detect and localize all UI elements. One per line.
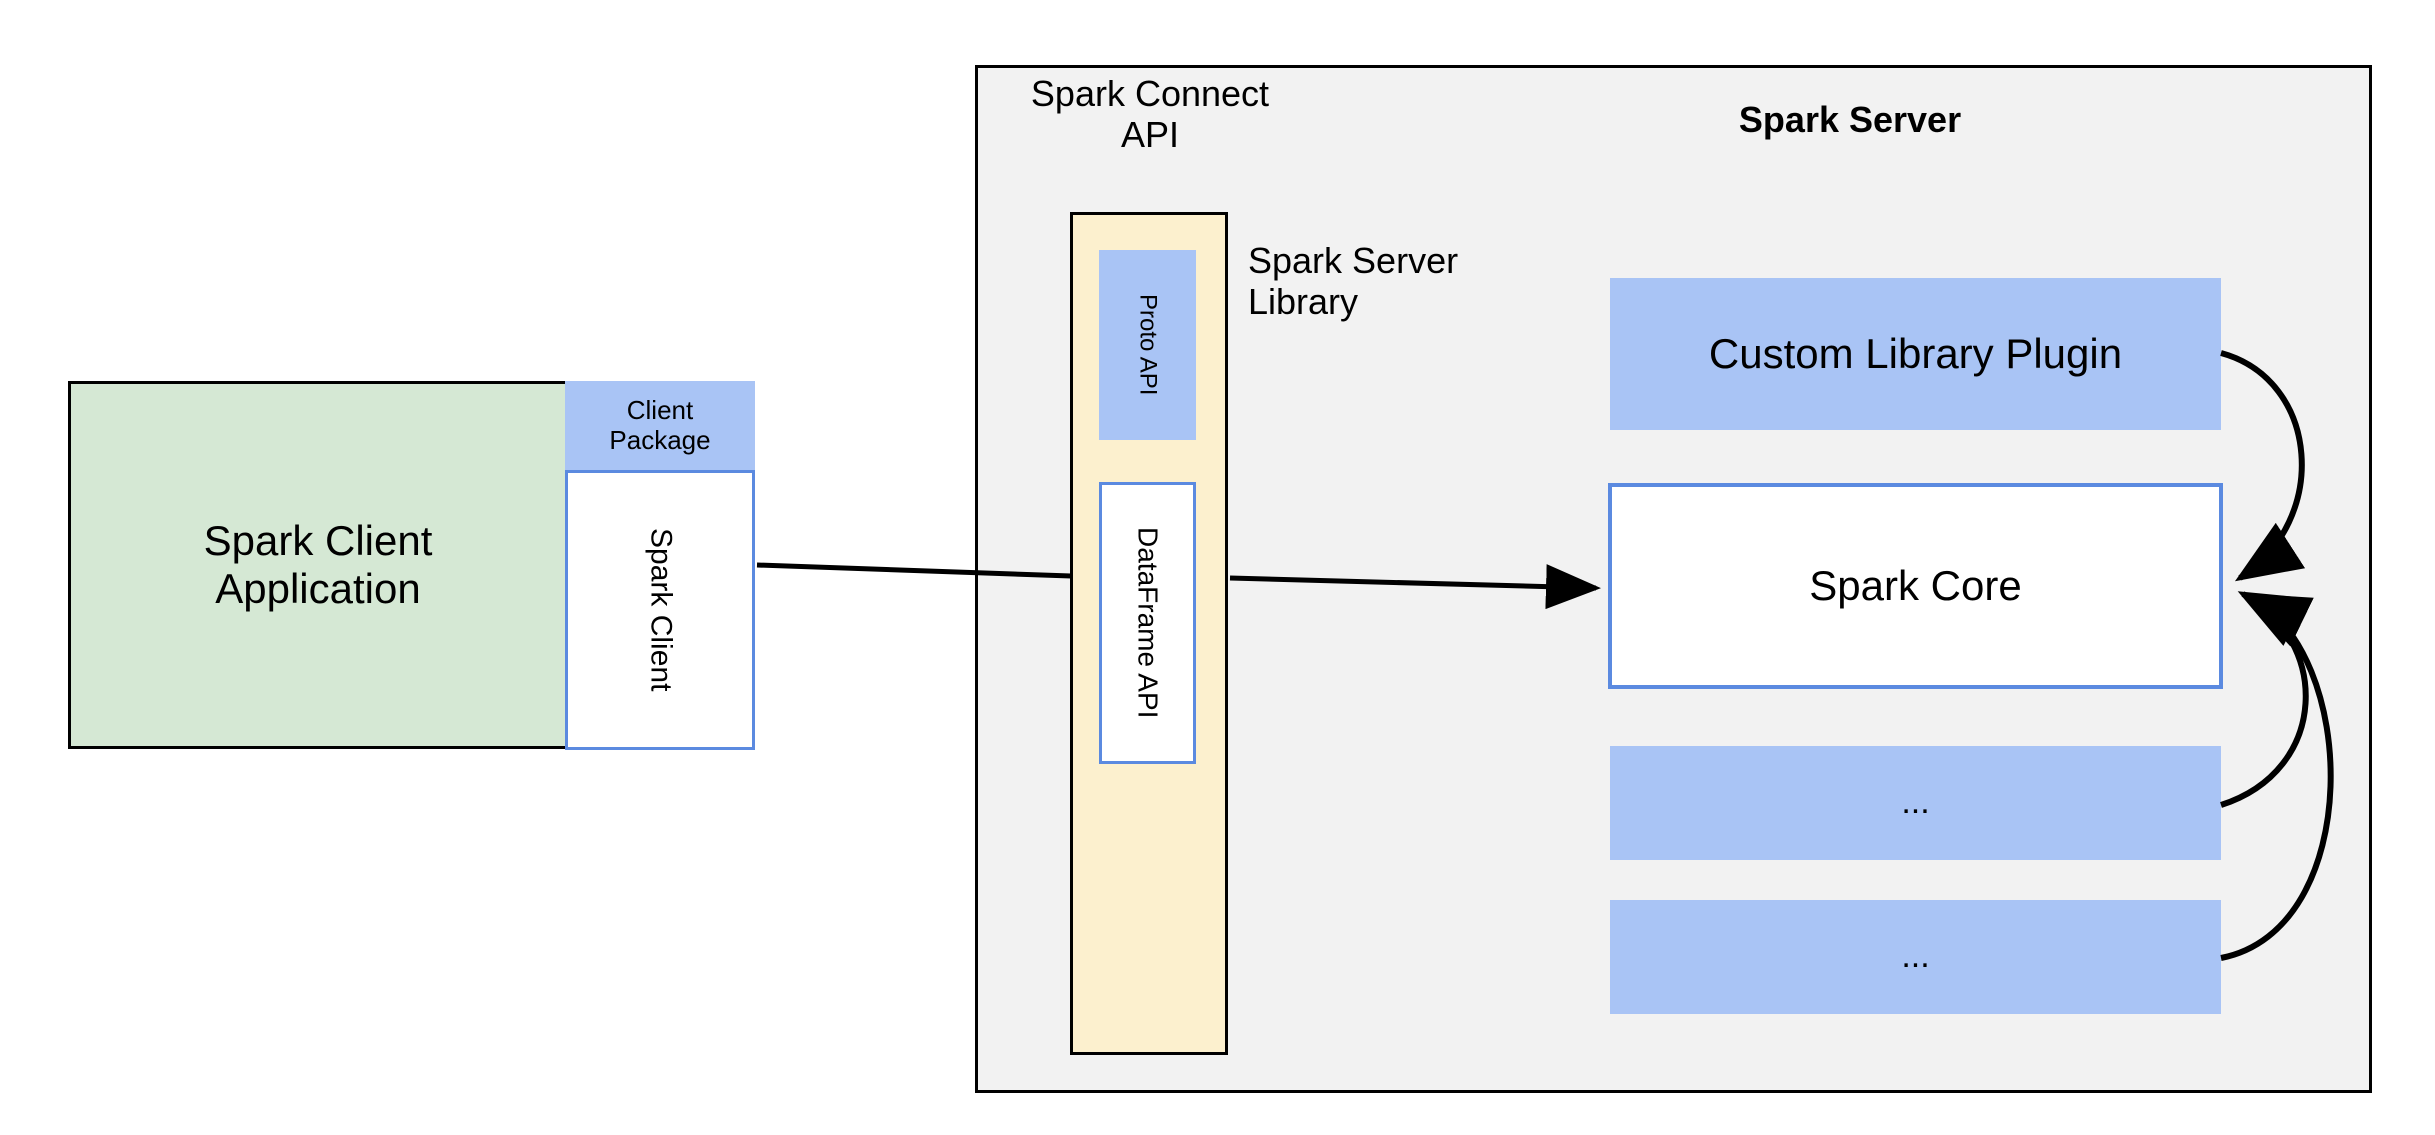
placeholder-label-1: ... <box>1901 783 1930 822</box>
placeholder-component-box-2[interactable]: ... <box>1610 900 2221 1014</box>
spark-client-label: Spark Client <box>644 528 678 692</box>
dataframe-api-box[interactable]: DataFrame API <box>1099 482 1196 764</box>
connect-api-line-1: Spark Connect <box>1030 73 1270 114</box>
spark-server-library-label: Spark Server Library <box>1248 240 1548 330</box>
server-library-line-1: Spark Server <box>1248 240 1459 281</box>
client-package-box[interactable]: Client Package <box>565 381 755 470</box>
connect-api-line-2: API <box>1120 114 1179 156</box>
placeholder-component-box-1[interactable]: ... <box>1610 746 2221 860</box>
custom-library-plugin-label: Custom Library Plugin <box>1708 329 2123 377</box>
spark-client-box[interactable]: Spark Client <box>565 470 755 750</box>
custom-library-plugin-box[interactable]: Custom Library Plugin <box>1610 278 2221 430</box>
client-package-label: Client Package <box>609 394 711 456</box>
spark-core-label: Spark Core <box>1809 561 2022 609</box>
proto-api-label: Proto API <box>1134 294 1162 396</box>
client-package-line-2: Package <box>609 424 711 455</box>
spark-client-application-box[interactable]: Spark Client Application <box>68 381 568 749</box>
spark-core-box[interactable]: Spark Core <box>1608 483 2223 689</box>
spark-client-application-label: Spark Client Application <box>194 517 443 614</box>
client-app-line-2: Application <box>215 565 421 612</box>
client-package-line-1: Client <box>626 394 694 425</box>
spark-connect-api-label: Spark Connect API <box>1000 68 1300 158</box>
spark-server-title: Spark Server <box>1738 99 1962 141</box>
placeholder-label-2: ... <box>1901 937 1930 976</box>
dataframe-api-label: DataFrame API <box>1132 527 1164 719</box>
server-library-line-2: Library <box>1248 281 1359 323</box>
client-app-line-1: Spark Client <box>203 516 433 564</box>
proto-api-box[interactable]: Proto API <box>1099 250 1196 440</box>
